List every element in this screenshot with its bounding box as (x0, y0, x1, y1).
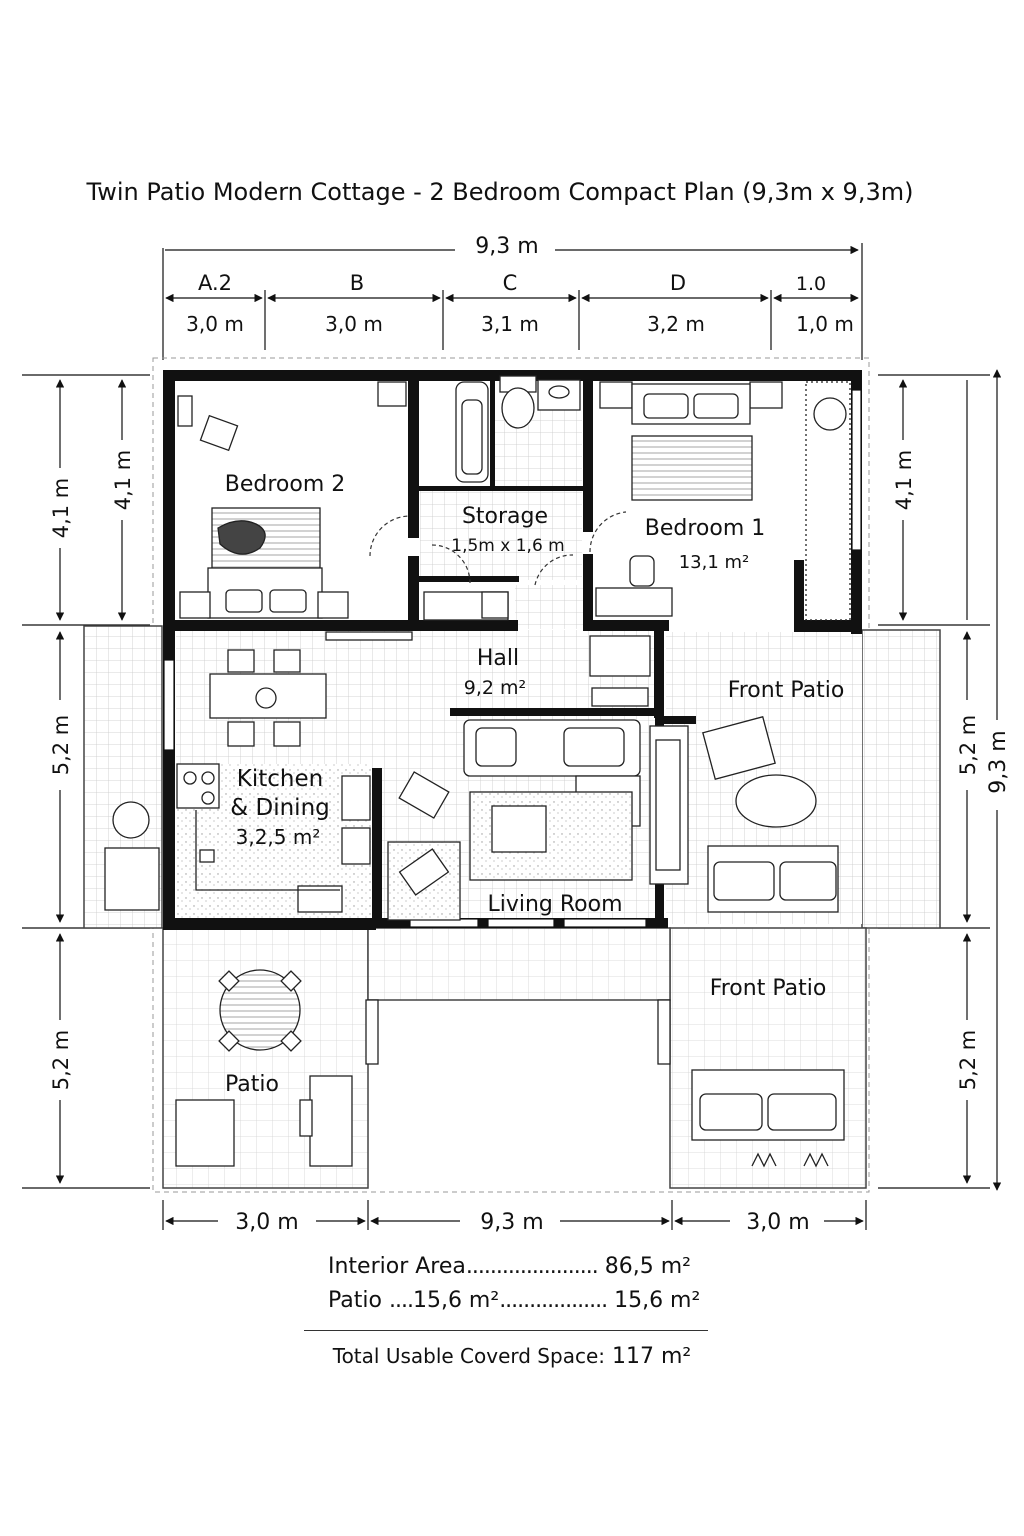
col-letter-a: A.2 (198, 271, 232, 295)
room-front-patio-lower: Front Patio (710, 976, 827, 1001)
col-letter-c: C (503, 271, 518, 295)
room-bedroom-1: Bedroom 1 (645, 516, 766, 541)
col-size-c: 3,1 m (481, 312, 539, 336)
furniture (104, 375, 851, 1168)
col-size-b: 3,0 m (325, 312, 383, 336)
dim-left-lower: 5,2 m (49, 1030, 73, 1091)
interior-area-value: 86,5 m² (604, 1254, 691, 1279)
dim-right-total: 9,3 m (986, 730, 1011, 793)
total-value: 117 m² (612, 1344, 692, 1369)
dim-right-mid: 5,2 m (956, 715, 980, 776)
room-kitchen-line1: Kitchen (237, 766, 323, 792)
dim-left-upper: 4,1 m (49, 478, 73, 539)
col-letter-e: 1.0 (796, 273, 826, 295)
patio-mid-value: 15,6 m² (412, 1288, 500, 1313)
dim-left-mid: 5,2 m (49, 715, 73, 776)
total-row: Total Usable Coverd Space: 117 m² (0, 1344, 1024, 1369)
bottom-dimensions (162, 1200, 867, 1230)
room-kitchen-area: 3,2,5 m² (236, 825, 321, 849)
room-hall: Hall (477, 646, 519, 671)
col-size-d: 3,2 m (647, 312, 705, 336)
patio-dots-2: .................. (499, 1288, 608, 1313)
room-bedroom-1-area: 13,1 m² (679, 552, 750, 573)
dim-bottom-center: 9,3 m (480, 1210, 543, 1235)
patio-value: 15,6 m² (614, 1288, 701, 1313)
room-patio: Patio (225, 1072, 279, 1097)
column-labels: A.2 B C D 1.0 3,0 m 3,0 m 3,1 m 3,2 m 1,… (186, 271, 854, 336)
room-labels: Bedroom 2 Storage 1,5m x 1,6 m Bedroom 1… (225, 472, 845, 1097)
col-size-e: 1,0 m (796, 312, 854, 336)
dim-left-inner: 4,1 m (111, 450, 135, 511)
interior-area-row: Interior Area...................... 86,5… (328, 1254, 691, 1279)
doors (369, 511, 627, 586)
page-title: Twin Patio Modern Cottage - 2 Bedroom Co… (86, 178, 914, 206)
interior-area-dots: ...................... (465, 1254, 599, 1279)
dim-bottom-right: 3,0 m (746, 1210, 809, 1235)
total-label: Total Usable Coverd Space: (332, 1344, 605, 1368)
dim-right-lower: 5,2 m (956, 1030, 980, 1091)
top-dimensions (162, 243, 863, 360)
dim-top-total: 9,3 m (475, 234, 538, 259)
room-front-patio-upper: Front Patio (728, 678, 845, 703)
room-storage: Storage (462, 504, 548, 529)
patio-label: Patio (328, 1288, 382, 1313)
summary-divider (304, 1330, 708, 1331)
dim-bottom-left: 3,0 m (235, 1210, 298, 1235)
patio-dots-1: .... (388, 1288, 414, 1313)
room-living: Living Room (487, 892, 622, 917)
room-kitchen-line2: & Dining (230, 795, 330, 821)
col-letter-b: B (350, 271, 364, 295)
room-bedroom-2: Bedroom 2 (225, 472, 346, 497)
room-storage-size: 1,5m x 1,6 m (451, 536, 564, 556)
interior-area-label: Interior Area (328, 1254, 466, 1279)
col-letter-d: D (670, 271, 686, 295)
right-dimensions (878, 369, 1002, 1191)
col-size-a: 3,0 m (186, 312, 244, 336)
patio-row: Patio ....15,6 m².................. 15,6… (328, 1288, 700, 1313)
dim-right-inner-upper: 4,1 m (892, 450, 916, 511)
room-hall-area: 9,2 m² (464, 677, 526, 699)
